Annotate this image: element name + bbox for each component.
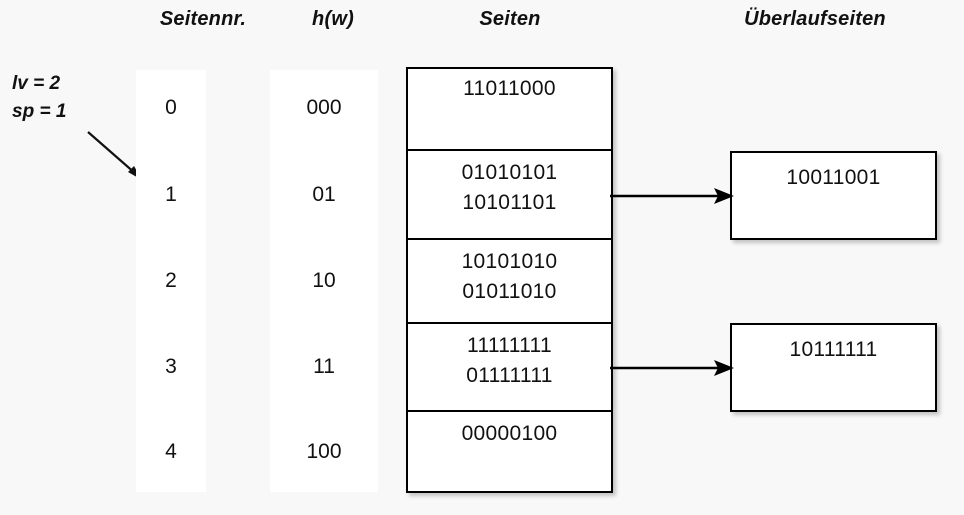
overflow-record: 10111111 bbox=[789, 338, 878, 361]
overflow-page-box: 10011001 bbox=[730, 151, 937, 240]
hash-value: 10 bbox=[312, 269, 336, 292]
page-record: 01010101 bbox=[461, 160, 558, 184]
page-row: 00000100 bbox=[408, 412, 611, 493]
page-row: 11111111 01111111 bbox=[408, 324, 611, 412]
level-label: lv = 2 bbox=[12, 73, 61, 94]
split-pointer-label: sp = 1 bbox=[12, 101, 67, 122]
column-header-hash: h(w) bbox=[312, 8, 354, 30]
page-row: 10101010 01011010 bbox=[408, 240, 611, 324]
hash-value: 11 bbox=[313, 355, 335, 378]
page-record: 00000100 bbox=[461, 421, 558, 445]
hash-value: 01 bbox=[312, 182, 336, 206]
overflow-page-box: 10111111 bbox=[730, 323, 937, 412]
page-record: 10101010 bbox=[461, 249, 558, 273]
page-record: 10101101 bbox=[462, 190, 557, 214]
page-number-column: 0 1 2 3 4 bbox=[136, 70, 206, 492]
page-number-value: 4 bbox=[165, 439, 177, 463]
hash-value-column: 000 01 10 11 100 bbox=[270, 70, 378, 492]
page-record: 11111111 bbox=[467, 333, 552, 357]
page-number-value: 3 bbox=[165, 355, 177, 378]
page-row: 11011000 bbox=[408, 67, 611, 151]
column-header-overflow-pages: Überlaufseiten bbox=[744, 8, 886, 30]
page-record: 11011000 bbox=[463, 76, 556, 100]
overflow-connector-arrow bbox=[610, 360, 734, 376]
column-header-page-number: Seitennr. bbox=[159, 8, 247, 30]
page-record: 01011010 bbox=[462, 279, 557, 303]
hash-value: 100 bbox=[306, 439, 342, 463]
page-record: 01111111 bbox=[466, 363, 553, 387]
page-row: 01010101 10101101 bbox=[408, 151, 611, 240]
level-split-annotation: lv = 2 sp = 1 bbox=[12, 70, 132, 126]
page-number-value: 2 bbox=[165, 269, 177, 292]
overflow-record: 10011001 bbox=[786, 166, 881, 189]
overflow-connector-arrow bbox=[610, 188, 734, 204]
column-header-pages: Seiten bbox=[479, 8, 541, 30]
hash-value: 000 bbox=[306, 96, 342, 119]
pages-table: 11011000 01010101 10101101 10101010 01011010… bbox=[406, 67, 613, 493]
page-number-value: 0 bbox=[165, 96, 177, 119]
page-number-value: 1 bbox=[165, 182, 177, 206]
